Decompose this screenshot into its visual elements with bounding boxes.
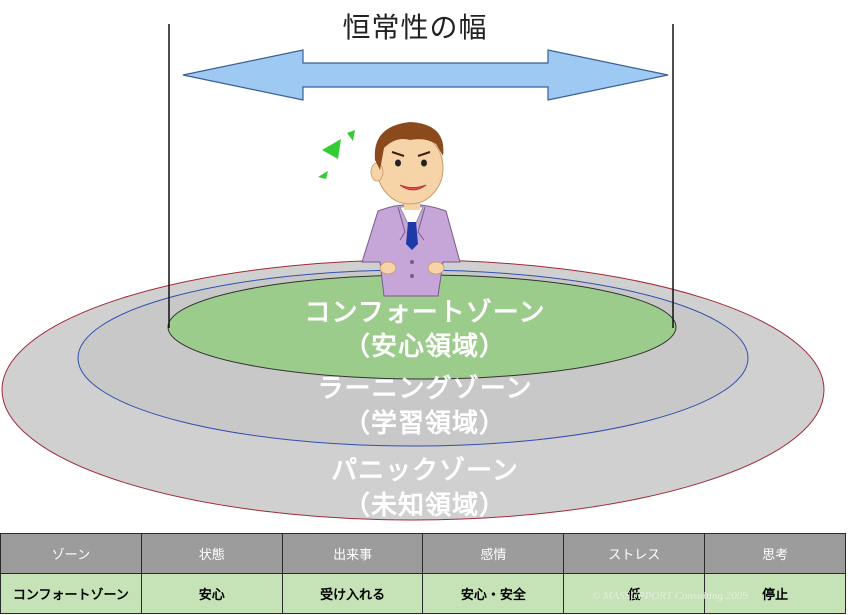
table-cell: 安心・安全 <box>422 573 565 614</box>
table-header: ゾーン <box>0 533 142 574</box>
table-cell: 安心 <box>140 573 283 614</box>
double-arrow <box>182 49 669 101</box>
zone-table: ゾーン 状態 出来事 感情 ストレス 思考 コンフォートゾーン 安心 受け入れる… <box>0 533 846 614</box>
table-cell: 低 <box>563 573 706 614</box>
diagram-title: 恒常性の幅 <box>342 11 488 44</box>
learning-zone-sub: （学習領域） <box>343 409 506 439</box>
table-cell: 停止 <box>704 573 846 614</box>
table-header-row: ゾーン 状態 出来事 感情 ストレス 思考 <box>0 533 846 574</box>
table-header: ストレス <box>563 533 706 574</box>
comfort-zone-name: コンフォートゾーン <box>304 298 546 328</box>
panic-zone-sub: （未知領域） <box>343 491 506 521</box>
panic-zone-name: パニックゾーン <box>331 456 519 486</box>
table-header: 感情 <box>422 533 565 574</box>
businessman-illustration <box>318 122 461 297</box>
table-header: 出来事 <box>281 533 424 574</box>
table-row: コンフォートゾーン 安心 受け入れる 安心・安全 低 停止 <box>0 573 846 614</box>
table-header: 思考 <box>704 533 846 574</box>
table-cell: 受け入れる <box>281 573 424 614</box>
learning-zone-name: ラーニングゾーン <box>317 374 533 404</box>
table-cell: コンフォートゾーン <box>0 573 142 614</box>
copyright-watermark: © MASSUPPORT Consulting 2009 <box>592 590 748 602</box>
exclamation-mark-icon <box>322 139 341 159</box>
table-header: 状態 <box>140 533 283 574</box>
comfort-zone-sub: （安心領域） <box>343 332 506 362</box>
